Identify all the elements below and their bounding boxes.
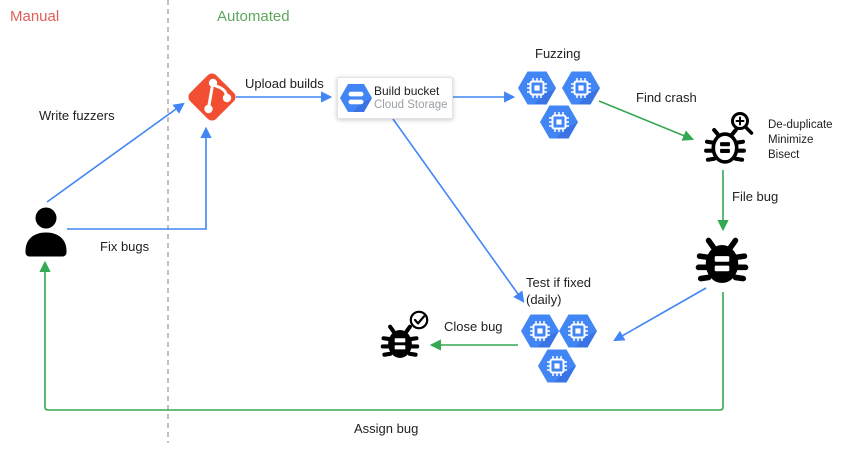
- fuzzing-cluster: [517, 70, 601, 140]
- test-if-fixed-cluster: [520, 313, 598, 384]
- build-bucket-text: Build bucket Cloud Storage: [374, 84, 448, 112]
- find-crash-arrow: [598, 100, 695, 141]
- upload-builds-label: Upload builds: [245, 76, 324, 91]
- automated-region-label: Automated: [217, 8, 290, 25]
- test-if-fixed-line1: Test if fixed: [526, 275, 592, 290]
- dedupe-line1: De-duplicate: [768, 119, 833, 131]
- close-bug-label: Close bug: [444, 319, 503, 334]
- assign-bug-arrow: [39, 260, 724, 411]
- fix-bugs-arrow: [67, 126, 212, 230]
- fix-bugs-label: Fix bugs: [100, 239, 150, 254]
- find-crash-label: Find crash: [636, 90, 697, 105]
- compute-engine-hexagon-icon: [561, 70, 601, 106]
- compute-engine-hexagon-icon: [558, 313, 598, 349]
- git-icon: [188, 73, 236, 121]
- build-bucket-title: Build bucket: [374, 84, 440, 98]
- developer-person-icon: [25, 207, 67, 257]
- manual-region-label: Manual: [10, 8, 60, 25]
- edges: [39, 91, 729, 411]
- bucket-to-test-arrow: [392, 118, 525, 303]
- bug-fixed-icon: [383, 310, 429, 358]
- dedupe-line2: Minimize: [768, 134, 814, 146]
- test-if-fixed-label: Test if fixed (daily): [526, 274, 591, 308]
- dedupe-minimize-bisect-label: De-duplicate Minimize Bisect: [768, 118, 833, 163]
- fuzzing-label: Fuzzing: [535, 46, 581, 61]
- compute-engine-hexagon-icon: [539, 104, 579, 140]
- bug-search-icon: [706, 112, 754, 162]
- write-fuzzers-arrow: [46, 102, 185, 203]
- compute-engine-hexagon-icon: [520, 313, 560, 349]
- assign-bug-label: Assign bug: [354, 421, 419, 436]
- file-bug-label: File bug: [732, 189, 779, 204]
- bug-icon: [698, 240, 745, 283]
- build-bucket-card: Build bucket Cloud Storage: [337, 77, 453, 119]
- compute-engine-hexagon-icon: [537, 348, 577, 384]
- dedupe-line3: Bisect: [768, 149, 800, 161]
- build-bucket-subtitle: Cloud Storage: [374, 99, 448, 111]
- cloud-storage-icon: [338, 82, 374, 114]
- write-fuzzers-label: Write fuzzers: [39, 108, 115, 123]
- bug-to-test-arrow: [613, 287, 707, 342]
- compute-engine-hexagon-icon: [517, 70, 557, 106]
- test-if-fixed-line2: (daily): [526, 292, 562, 307]
